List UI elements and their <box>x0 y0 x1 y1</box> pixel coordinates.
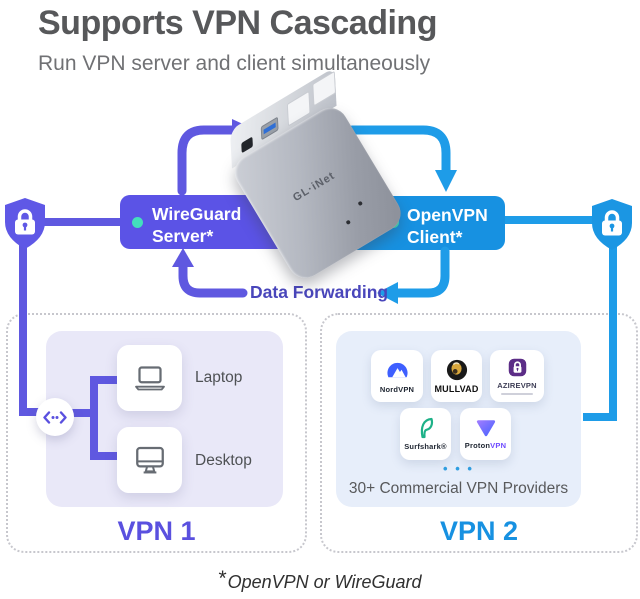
mullvad-label: MULLVAD <box>434 383 479 394</box>
wireguard-line1: WireGuard <box>152 204 242 224</box>
network-node-circle <box>36 398 74 436</box>
provider-card-protonvpn: ProtonVPN <box>460 408 511 460</box>
provider-card-nordvpn: NordVPN <box>371 350 423 402</box>
ethernet-port-icon <box>312 70 336 107</box>
router-device: GL·iNet <box>213 67 408 285</box>
laptop-card <box>117 345 182 411</box>
vpn1-tree-stem <box>72 409 98 417</box>
vpn1-branch-desktop <box>90 452 122 460</box>
mullvad-logo-icon <box>446 359 467 380</box>
surfshark-label: Surfshark® <box>404 442 447 451</box>
azirevpn-label: AZIREVPN <box>497 381 537 390</box>
page-title: Supports VPN Cascading <box>38 4 437 42</box>
openvpn-line1: OpenVPN <box>407 205 488 225</box>
proton-label-prefix: Proton <box>464 441 491 450</box>
openvpn-client-label: OpenVPN Client* <box>407 204 488 248</box>
laptop-icon <box>134 366 165 391</box>
data-forwarding-label: Data Forwarding <box>250 282 389 302</box>
provider-card-azirevpn: AZIREVPN <box>490 350 544 402</box>
page-subtitle: Run VPN server and client simultaneously <box>38 52 431 75</box>
wireguard-line2: Server* <box>152 226 214 246</box>
vpn2-downlink-line <box>609 246 617 421</box>
footnote-text: OpenVPN or WireGuard <box>227 572 422 592</box>
vpn1-elbow-line <box>19 408 49 416</box>
azirevpn-tagline <box>501 393 533 395</box>
router-led-icon <box>357 200 364 207</box>
code-arrows-icon <box>43 410 67 424</box>
vpn2-elbow-line <box>583 413 617 421</box>
desktop-label: Desktop <box>195 452 252 469</box>
vpn1-downlink-line <box>19 244 27 416</box>
openvpn-link-line <box>503 216 595 224</box>
nordvpn-logo-icon <box>386 362 408 377</box>
provider-card-surfshark: Surfshark® <box>400 408 451 460</box>
surfshark-logo-icon <box>420 417 433 439</box>
provider-card-mullvad: MULLVAD <box>431 350 482 402</box>
nordvpn-label: NordVPN <box>379 384 415 394</box>
arrowhead-up-icon <box>172 248 194 267</box>
arrow-openvpn-to-forwarding <box>391 246 450 298</box>
wireguard-status-dot <box>132 217 143 228</box>
footnote: *OpenVPN or WireGuard <box>0 567 640 594</box>
desktop-icon <box>135 446 164 474</box>
vpn1-title: VPN 1 <box>117 516 196 546</box>
providers-caption: 30+ Commercial VPN Providers <box>348 480 569 497</box>
lock-shield-icon-right <box>592 199 632 250</box>
vpn2-title: VPN 2 <box>439 516 519 546</box>
openvpn-line2: Client* <box>407 227 463 247</box>
protonvpn-label: ProtonVPN <box>465 441 506 450</box>
router-brand-logo: GL·iNet <box>290 169 338 205</box>
arrow-forwarding-to-wireguard <box>178 260 248 298</box>
protonvpn-logo-icon <box>476 420 495 437</box>
vpn1-branch-laptop <box>90 376 122 384</box>
desktop-card <box>117 427 182 493</box>
azirevpn-logo-icon <box>508 358 526 377</box>
wireguard-link-line <box>44 218 122 226</box>
footnote-asterisk: * <box>218 567 227 590</box>
more-providers-ellipsis: • • • <box>443 461 474 476</box>
router-led-icon <box>345 219 352 226</box>
lock-shield-icon-left <box>5 198 45 249</box>
wireguard-server-label: WireGuard Server* <box>152 203 241 247</box>
vpn1-tree-trunk <box>90 376 98 460</box>
arrowhead-down-icon <box>435 170 457 192</box>
proton-label-suffix: VPN <box>490 441 507 450</box>
laptop-label: Laptop <box>195 369 243 386</box>
